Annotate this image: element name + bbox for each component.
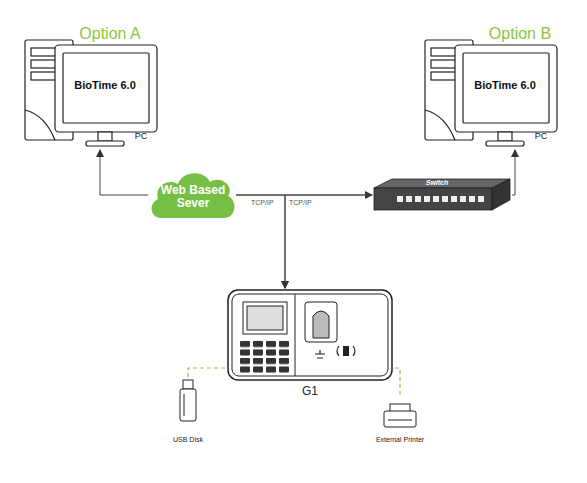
device-body [228,290,392,380]
monitor-base [486,141,524,146]
switch-top [374,179,510,188]
printer-label: External Printer [360,436,440,444]
finger-pad [313,311,329,338]
pc-label: PC [126,132,156,142]
usb-connector [183,380,193,389]
monitor-neck [498,132,512,141]
software-name: BioTime 6.0 [465,79,545,91]
option-heading: Option B [470,25,570,43]
protocol-label: TCP/IP [251,199,274,206]
network-switch: Switch [372,178,512,214]
network-connector [512,150,515,195]
monitor-frame [455,45,557,132]
dashed-connector [188,368,225,378]
network-connector [285,195,372,288]
fingerprint-sensor [305,302,337,342]
printer-body [384,411,416,427]
dashed-connector [395,368,400,398]
screen-frame [243,302,287,334]
usb-icon [315,350,325,358]
pc-node: Option A BioTime 6.0PC [20,20,165,150]
port-row [396,195,486,204]
cloud-server: Web Based Sever [148,168,236,220]
monitor-frame [55,45,157,132]
usb-label: USB Disk [165,436,211,444]
device-name: G1 [225,385,395,398]
pc-node: Option BBioTime 6.0PC [420,20,565,150]
monitor-base [86,141,124,146]
screen [247,306,283,330]
external-printer: External Printer [360,398,440,450]
server-name: Web Based Sever [158,184,228,210]
keypad [239,340,291,374]
rfid-icon [337,346,355,356]
cloud-shape [152,173,235,218]
network-connector [100,150,148,195]
printer-slot [388,420,412,421]
pc-label: PC [526,132,556,142]
network-connector [236,195,285,288]
panel-divider [295,294,296,376]
protocol-label: TCP/IP [289,199,312,206]
usb-disk: USB Disk [165,378,211,450]
tower-curve [425,110,455,140]
switch-name: Switch [412,179,462,187]
usb-edge [184,394,185,416]
switch-front [374,188,492,210]
software-name: BioTime 6.0 [65,79,145,91]
tower-curve [25,110,55,140]
terminal-device: G1 [225,288,395,406]
device-bezel [232,294,388,376]
option-heading: Option A [60,25,160,43]
switch-side [492,179,510,210]
monitor-screen [63,53,149,123]
usb-body [180,389,196,421]
monitor-neck [98,132,112,141]
monitor-screen [463,53,549,123]
rfid-card [343,346,349,356]
